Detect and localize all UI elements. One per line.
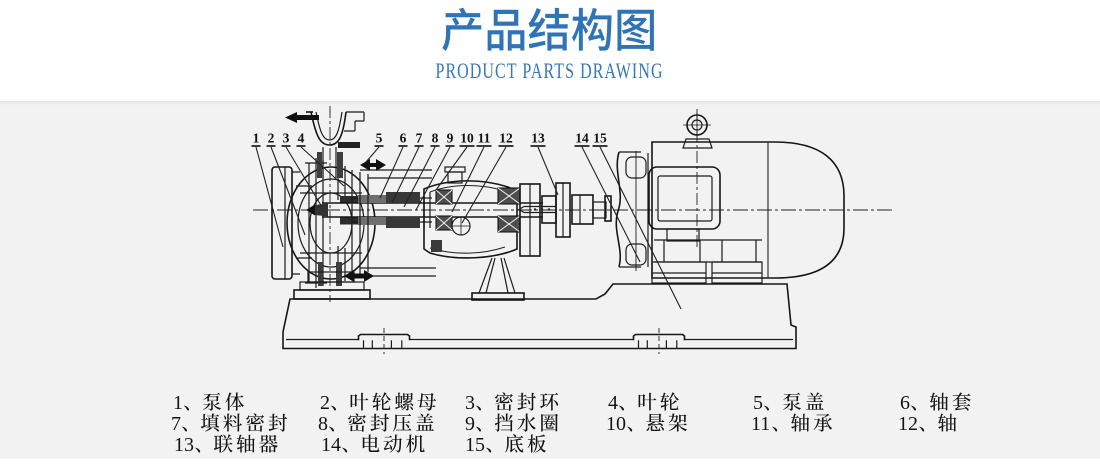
svg-text:3: 3: [283, 131, 290, 146]
svg-text:PRODUCT PARTS DRAWING: PRODUCT PARTS DRAWING: [436, 60, 663, 84]
svg-text:15: 15: [593, 131, 607, 146]
svg-text:2: 2: [268, 131, 275, 146]
svg-text:4: 4: [298, 131, 305, 146]
svg-text:1: 1: [253, 131, 260, 146]
svg-text:7: 7: [416, 131, 423, 146]
svg-text:9: 9: [465, 413, 475, 435]
svg-text:6: 6: [400, 131, 407, 146]
svg-text:12: 12: [898, 413, 918, 435]
svg-text:5: 5: [376, 131, 383, 146]
svg-text:13: 13: [531, 131, 545, 146]
svg-text:10: 10: [460, 131, 474, 146]
svg-text:8: 8: [318, 413, 328, 435]
svg-text:11: 11: [751, 413, 770, 435]
svg-text:2: 2: [320, 392, 330, 414]
svg-text:11: 11: [478, 131, 491, 146]
svg-text:4: 4: [608, 392, 618, 414]
svg-text:3: 3: [465, 392, 475, 414]
svg-text:1: 1: [173, 392, 183, 414]
svg-text:6: 6: [900, 392, 910, 414]
svg-text:14: 14: [575, 131, 589, 146]
svg-text:15: 15: [465, 434, 485, 456]
svg-text:13: 13: [174, 434, 194, 456]
svg-text:12: 12: [499, 131, 513, 146]
svg-text:5: 5: [753, 392, 763, 414]
svg-text:7: 7: [171, 413, 181, 435]
svg-text:8: 8: [432, 131, 439, 146]
svg-text:9: 9: [447, 131, 454, 146]
svg-text:14: 14: [321, 434, 341, 456]
svg-text:10: 10: [606, 413, 626, 435]
